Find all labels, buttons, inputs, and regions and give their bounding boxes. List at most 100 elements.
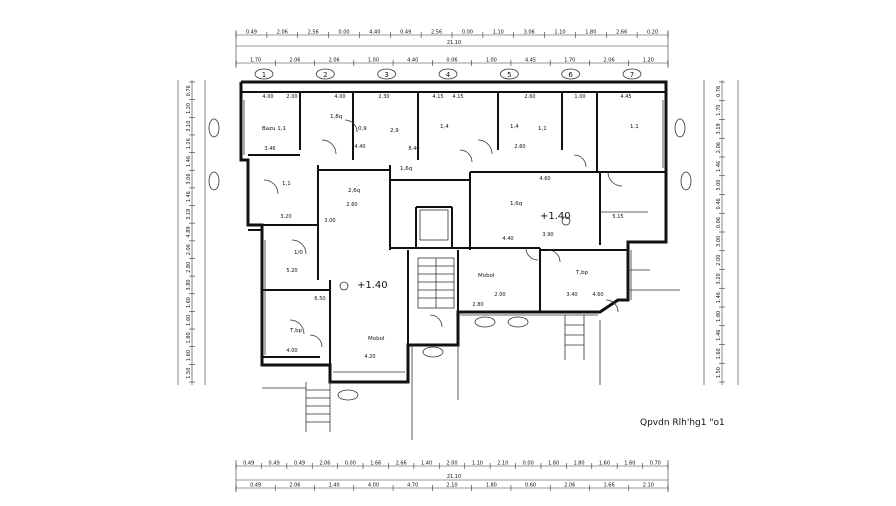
bottom-overall-dim: 21.10 — [447, 474, 461, 480]
axis-bubbles-side — [208, 118, 692, 191]
dimension-value: 0.46 — [716, 198, 722, 209]
axis-label: 2 — [323, 71, 327, 79]
dimension-value: 1.60 — [186, 315, 192, 326]
dimension-value: 4.20 — [364, 354, 375, 360]
room-label: 1,6q — [400, 166, 412, 172]
room-label: 0,9 — [358, 126, 367, 132]
top-overall-dim: 21.10 — [447, 40, 461, 46]
dimension-value: 3.00 — [716, 236, 722, 247]
dimension-value: 2.10 — [497, 461, 508, 467]
dimension-value: 2.10 — [446, 483, 457, 489]
dimension-value: 0.00 — [523, 461, 534, 467]
drawing-title: Qpvdn Rlh'hg1 "o1 — [640, 418, 725, 428]
room-label: T,bp — [575, 270, 589, 276]
dimension-value: 3.80 — [186, 279, 192, 290]
dimension-value: 0.49 — [246, 30, 257, 36]
room-label: Bazu 1,1 — [262, 126, 286, 132]
room-label: 1,4 — [510, 124, 519, 130]
dimension-value: 4.40 — [407, 58, 418, 64]
dimension-value: 2.66 — [396, 461, 407, 467]
dimension-value: 0.20 — [647, 30, 658, 36]
dimension-value: 1.00 — [486, 58, 497, 64]
dimension-value: 6.50 — [314, 296, 325, 302]
dimension-value: 1.10 — [554, 30, 565, 36]
dimension-value: 2.80 — [186, 262, 192, 273]
dimension-value: 1.20 — [186, 103, 192, 114]
dimension-value: 1.70 — [716, 105, 722, 116]
dimension-value: 2.06 — [716, 142, 722, 153]
dimension-value: 1.70 — [564, 58, 575, 64]
dimension-value: 0.70 — [650, 461, 661, 467]
section-markers — [337, 316, 529, 401]
dimension-value: 1.46 — [186, 156, 192, 167]
room-label: 1,1 — [630, 124, 639, 130]
dimension-value: 1.10 — [493, 30, 504, 36]
dimension-value: 1.40 — [329, 483, 340, 489]
dimension-value: 2.60 — [346, 202, 357, 208]
axis-label: 4 — [446, 71, 451, 79]
dimension-value: 2.06 — [319, 461, 330, 467]
axis-label: 7 — [630, 71, 634, 79]
dimension-value: 1.46 — [186, 191, 192, 202]
axis-bubble — [622, 68, 642, 80]
dimension-value: 0.00 — [345, 461, 356, 467]
dimension-value: 1.80 — [573, 461, 584, 467]
dimension-value: 4.89 — [186, 226, 192, 237]
dimension-value: 1.10 — [472, 461, 483, 467]
dimension-value: 2.06 — [329, 58, 340, 64]
room-label: 1,6q — [510, 201, 522, 207]
dimension-value: 1.00 — [368, 58, 379, 64]
dimension-value: 1.20 — [643, 58, 654, 64]
dimension-value: 2.06 — [564, 483, 575, 489]
dimension-value: 1.50 — [186, 368, 192, 379]
dimension-value: 1.46 — [716, 330, 722, 341]
dimension-value: 2.10 — [643, 483, 654, 489]
interior-walls — [248, 92, 666, 365]
dimension-value: 2.60 — [514, 144, 525, 150]
axis-bubble — [254, 68, 274, 80]
dimension-value: 2.00 — [494, 292, 505, 298]
axis-bubble — [499, 68, 519, 80]
door-swings — [263, 119, 623, 348]
dimension-value: 2.06 — [289, 58, 300, 64]
dimension-value: 4.00 — [334, 94, 345, 100]
dimension-value: 1.66 — [370, 461, 381, 467]
room-label: 1,1 — [538, 126, 547, 132]
dimension-value: 1.46 — [716, 161, 722, 172]
dimension-value: 4.40 — [354, 144, 365, 150]
dimension-value: 2.66 — [616, 30, 627, 36]
room-label: 1,4 — [440, 124, 449, 130]
dimension-value: 0.49 — [250, 483, 261, 489]
dimension-value: 2.06 — [604, 58, 615, 64]
dimension-value: 1.60 — [186, 297, 192, 308]
dimension-value: 2.00 — [286, 94, 297, 100]
room-label: T,bp — [289, 328, 303, 334]
room-label: 2,9 — [390, 128, 399, 134]
dimension-value: 4.40 — [502, 236, 513, 242]
axis-label: 1 — [262, 71, 266, 79]
dimension-value: 3.00 — [716, 180, 722, 191]
dimension-value: 3.10 — [186, 121, 192, 132]
dimension-value: 3.46 — [264, 146, 275, 152]
dimension-value: 5.15 — [612, 214, 623, 220]
dimension-value: 0.76 — [186, 85, 192, 96]
dimension-value: 0.76 — [716, 86, 722, 97]
dimension-value: 1.00 — [574, 94, 585, 100]
level-marker: +1.40 — [540, 211, 571, 222]
level-markers: +1.40 +1.40 — [339, 211, 571, 291]
dimension-value: 2.56 — [308, 30, 319, 36]
dimension-value: 1.40 — [421, 461, 432, 467]
level-marker: +1.40 — [357, 280, 388, 291]
dimension-value: 4.45 — [525, 58, 536, 64]
dimension-value: 1.80 — [585, 30, 596, 36]
exterior-stairs — [262, 315, 601, 440]
dimension-value: 1.46 — [716, 292, 722, 303]
dimension-value: 0.06 — [716, 217, 722, 228]
dimension-value: 4.60 — [539, 176, 550, 182]
dimension-value: 3.00 — [324, 218, 335, 224]
dimension-value: 4.60 — [592, 292, 603, 298]
